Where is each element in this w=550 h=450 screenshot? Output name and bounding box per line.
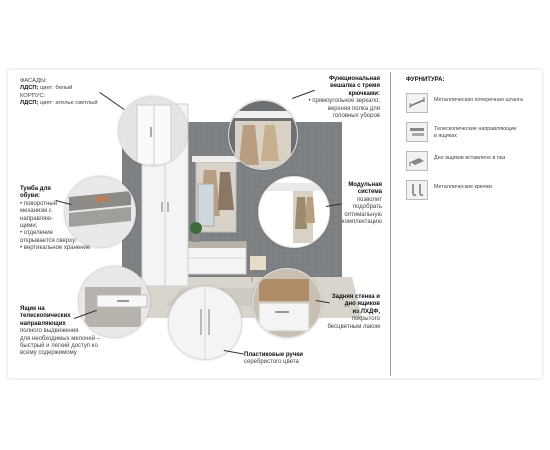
modular-system-text: оптимальную (344, 211, 382, 218)
rail-icon (406, 93, 428, 113)
back-wall-title: дно ящиков (344, 301, 380, 308)
back-wall-detail-circle (252, 268, 322, 338)
back-wall-title: Задняя стенка и (331, 294, 380, 300)
handles-title: Пластиковые ручки (244, 352, 303, 358)
hardware-item-label: Металлические крючки (434, 184, 492, 190)
drawer-title: телескопических (20, 313, 71, 320)
ldsp-color-value: цвет: ателье светлый (40, 100, 98, 107)
shoe-cabinet-detail-circle (64, 176, 136, 248)
shoe-cabinet-feature: • отделение (20, 230, 53, 237)
shoe-cabinet-feature: • вертикальное хранение (20, 245, 91, 252)
shoe-cabinet-title: обуви: (20, 193, 41, 200)
hanger-hooks-detail-circle (228, 100, 298, 170)
hanger-title: крючками: (348, 90, 380, 97)
shoe-cabinet-feature: • поворотный (20, 200, 58, 207)
shoe-cabinet-feature: механизм с (20, 208, 52, 215)
back-wall-text: бесцветным лаком (327, 323, 380, 330)
hardware-title: ФУРНИТУРА: (406, 77, 445, 83)
drawer-title: направляющих (20, 320, 66, 327)
ldsp-color-value: цвет: белый (40, 85, 73, 92)
hanger-feature: • прямоугольное зеркало; (308, 98, 381, 105)
hardware-item-label: Телескопические направляющие в ящиках (434, 126, 539, 139)
modular-system-text: подобрать (352, 204, 382, 211)
drawer-text: для необходимых мелочей – (20, 335, 101, 342)
groove-icon (406, 151, 428, 171)
modular-system-title: система (357, 189, 382, 196)
back-wall-text: покрытого (351, 316, 380, 323)
hardware-item: Телескопические направляющие в ящиках (406, 122, 546, 142)
hardware-item: Дно ящиков вставлено в паз (406, 151, 546, 171)
hardware-item-label: Металлическая поперечная штанга (434, 97, 523, 103)
hanger-feature: верхняя полка для (327, 105, 380, 112)
slide-icon (406, 122, 428, 142)
hanger-feature: головных уборов (332, 113, 380, 120)
modular-system-text: позволит (356, 196, 382, 203)
back-wall-block: Задняя стенка и дно ящиков из ЛХДФ, покр… (318, 294, 380, 331)
vertical-divider (390, 72, 391, 376)
shoe-cabinet-block: Тумба для обуви: • поворотный механизм с… (20, 186, 110, 253)
modular-system-detail-circle (258, 176, 330, 248)
body-label: КОРПУС: (20, 92, 46, 99)
hardware-item-label: Дно ящиков вставлено в паз (434, 155, 506, 161)
hanger-block: Функциональная вешалка с тремя крючками:… (300, 76, 381, 120)
drawer-detail-circle (78, 266, 150, 338)
modular-system-block: Модульная система позволит подобрать опт… (330, 182, 382, 226)
ldsp-label: ЛДСП; (20, 85, 39, 92)
handles-detail-circle (168, 286, 242, 360)
drawer-text: полного выдвижения (20, 328, 79, 335)
wardrobe-door-detail-circle (118, 96, 188, 166)
modular-system-title: Модульная (348, 182, 382, 188)
hanger-title: вешалка с тремя (330, 83, 380, 90)
hanger-title: Функциональная (328, 76, 380, 82)
hardware-item: Металлическая поперечная штанга (406, 93, 546, 113)
facades-block: ФАСАДЫ: ЛДСП; цвет: белый КОРПУС: ЛДСП; … (20, 78, 110, 108)
drawer-title: Ящик на (20, 306, 45, 312)
modular-system-text: комплектацию (341, 219, 382, 226)
shoe-cabinet-feature: щими; (20, 223, 38, 230)
hooks-icon (406, 180, 428, 200)
hardware-item: Металлические крючки (406, 180, 546, 200)
ldsp-label: ЛДСП; (20, 100, 39, 107)
hardware-item-line: в ящиках (434, 132, 457, 139)
hardware-item-line: Телескопические направляющие (434, 126, 517, 132)
drawer-block: Ящик на телескопических направляющих пол… (20, 306, 130, 358)
shoe-cabinet-feature: направляю- (20, 215, 53, 222)
drawer-text: всему содержимому (20, 350, 77, 357)
shoe-cabinet-title: Тумба для (20, 186, 51, 192)
handles-block: Пластиковые ручки серебристого цвета (244, 352, 324, 367)
back-wall-title: из ЛХДФ, (352, 308, 380, 315)
drawer-text: быстрый и легкий доступ ко (20, 343, 98, 350)
facades-label: ФАСАДЫ: (20, 78, 47, 84)
handles-text: серебристого цвета (244, 359, 299, 366)
shoe-cabinet-feature: открывается сверху; (20, 237, 77, 244)
